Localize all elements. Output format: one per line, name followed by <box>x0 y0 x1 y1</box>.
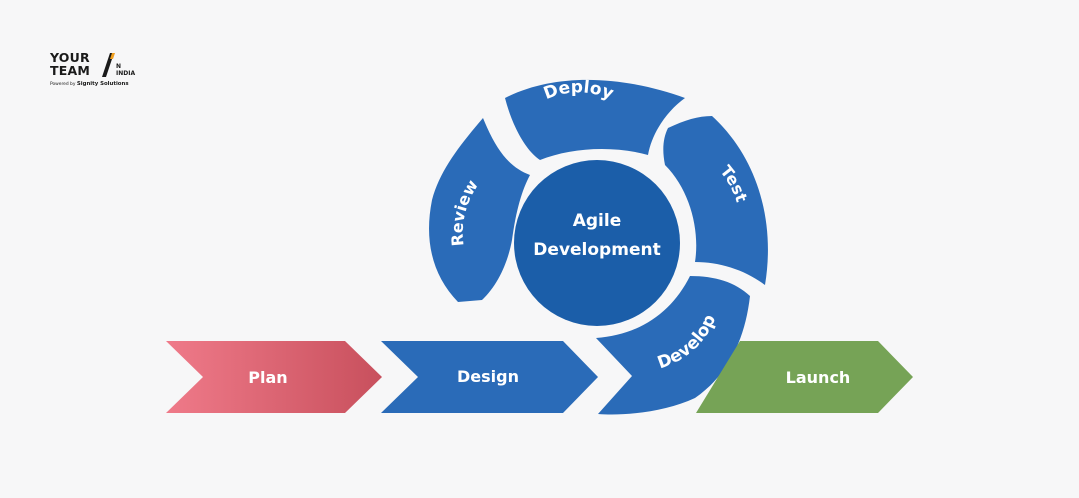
cycle-segment-review <box>429 118 530 302</box>
center-title-line1: Agile <box>573 211 622 231</box>
center-title-line2: Development <box>533 240 660 260</box>
logo-n: N <box>116 63 122 70</box>
step-arrow-design <box>381 341 598 413</box>
step-arrow-launch <box>696 341 913 413</box>
logo-powered-prefix: Powered by <box>50 82 76 87</box>
logo-india: INDIA <box>116 70 136 77</box>
step-label-launch: Launch <box>786 368 851 387</box>
company-logo: YOUR TEAM N INDIA Powered by Signity Sol… <box>50 48 140 92</box>
step-arrow-plan <box>166 341 382 413</box>
logo-line-your: YOUR <box>50 50 90 65</box>
logo-powered-by: Powered by Signity Solutions <box>50 81 129 87</box>
logo-line-team: TEAM <box>50 63 90 78</box>
logo-i-icon <box>102 53 115 77</box>
step-label-design: Design <box>457 367 519 386</box>
step-label-plan: Plan <box>248 368 287 387</box>
cycle-segment-develop <box>596 276 750 415</box>
cycle-segment-deploy <box>505 79 685 160</box>
center-circle <box>514 160 680 326</box>
cycle-segment-test <box>663 116 768 285</box>
logo-powered-brand: Signity Solutions <box>76 81 129 87</box>
